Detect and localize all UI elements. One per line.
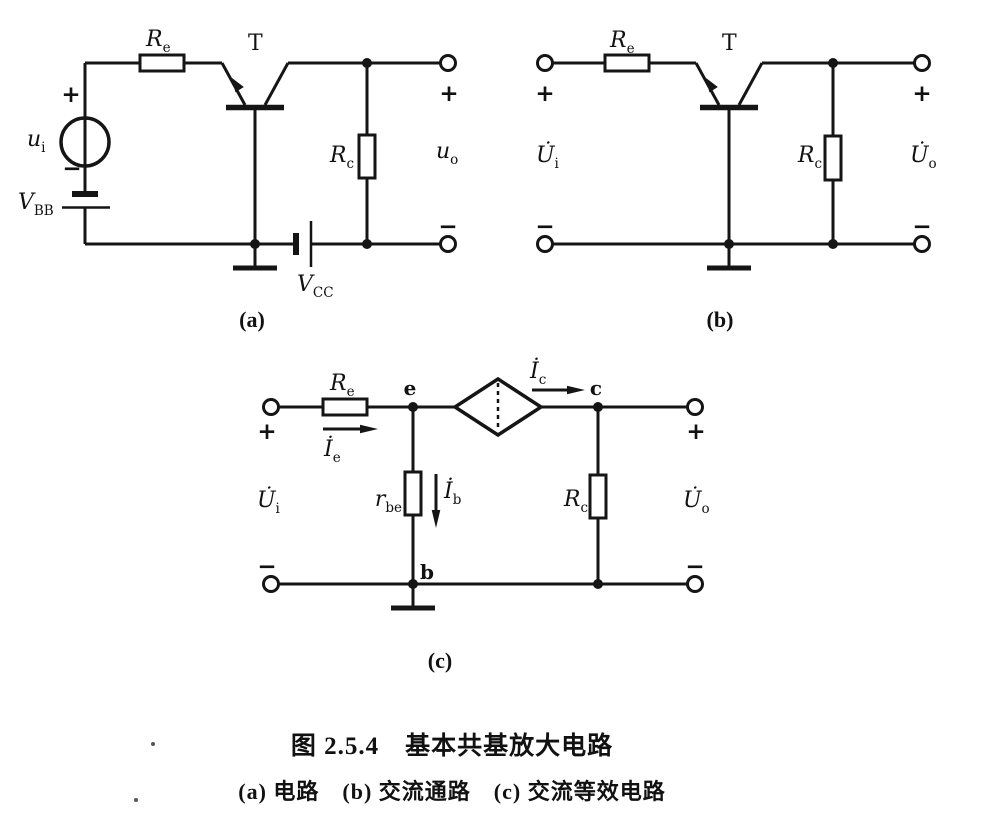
label-Vcc: VCC <box>297 272 334 301</box>
resistor-Re <box>321 397 369 417</box>
output-plus-sign: + <box>439 81 458 107</box>
caption-subtitle: (a) 电路 (b) 交流通路 (c) 交流等效电路 <box>238 779 666 804</box>
input-plus-sign: + <box>535 81 554 107</box>
resistor-Re <box>138 53 186 73</box>
ac-source-icon <box>59 116 111 168</box>
ground-icon <box>391 584 435 611</box>
label-transistor: T <box>248 31 263 56</box>
source-minus-sign: − <box>62 156 81 182</box>
resistor-Rc <box>588 473 608 520</box>
terminal-output-positive <box>913 54 931 72</box>
current-arrow-Ib <box>431 474 441 528</box>
controlled-current-source-icon <box>451 376 545 438</box>
collector-lead <box>263 62 290 106</box>
emitter-arrow-icon <box>706 78 718 93</box>
terminal-output-negative <box>686 575 704 593</box>
label-node-c: c <box>590 376 602 400</box>
collector-lead <box>737 62 764 106</box>
label-Re: Re <box>609 28 635 57</box>
label-Rc: Rc <box>563 487 588 516</box>
figure-caption: 图 2.5.4 基本共基放大电路 (a) 电路 (b) 交流通路 (c) 交流等… <box>0 726 904 806</box>
label-Ui: U̇i <box>536 142 560 172</box>
terminal-input-positive <box>536 54 554 72</box>
label-Ui: U̇i <box>257 487 281 517</box>
terminal-output-positive <box>439 54 457 72</box>
terminal-output-positive <box>686 398 704 416</box>
battery-Vcc-icon <box>293 221 313 267</box>
output-minus-sign: − <box>912 214 931 240</box>
label-Vbb: VBB <box>18 190 54 219</box>
label-node-e: e <box>404 376 417 400</box>
arrow-head-icon <box>567 385 585 395</box>
transistor-icon <box>220 62 290 244</box>
label-Re: Re <box>329 371 355 400</box>
arrow-head-icon <box>360 424 378 434</box>
stray-mark <box>134 798 138 802</box>
terminal-output-negative <box>913 235 931 253</box>
label-rbe: rbe <box>375 487 402 516</box>
resistor-Re <box>603 53 651 73</box>
subfigure-tag-b: (b) <box>707 307 734 332</box>
label-Rc: Rc <box>329 143 354 172</box>
subfigure-tag-a: (a) <box>239 307 265 332</box>
emitter-arrow-icon <box>232 78 244 93</box>
ground-icon <box>233 244 277 271</box>
current-arrow-Ie <box>323 424 378 434</box>
node-dot <box>593 579 603 589</box>
input-plus-sign: + <box>257 419 276 445</box>
input-minus-sign: − <box>535 214 554 240</box>
label-Ie: İe <box>323 435 341 466</box>
label-Rc: Rc <box>797 143 822 172</box>
output-minus-sign: − <box>438 214 457 240</box>
ground-icon <box>707 244 751 271</box>
output-plus-sign: + <box>686 419 705 445</box>
circuit-b-diagram: Re T + − U̇i Rc U̇o + − (b) <box>535 28 937 332</box>
label-Re: Re <box>145 27 171 56</box>
circuit-c-diagram: Re e c b İe İc İb rbe Rc U̇i U̇o + − … <box>257 357 710 673</box>
label-Ic: İc <box>529 357 546 388</box>
label-transistor: T <box>722 31 737 56</box>
terminal-input-negative <box>536 235 554 253</box>
resistor-rbe <box>403 470 423 517</box>
output-plus-sign: + <box>912 81 931 107</box>
transistor-icon <box>694 62 764 244</box>
label-ui: ui <box>27 127 46 156</box>
battery-Vbb-icon <box>62 191 110 209</box>
label-Ib: İb <box>443 477 461 508</box>
resistor-Rc <box>823 134 843 182</box>
arrow-head-icon <box>431 510 441 528</box>
current-arrow-Ic <box>532 385 585 395</box>
input-minus-sign: − <box>257 554 276 580</box>
terminal-input-negative <box>262 575 280 593</box>
label-Uo: U̇o <box>910 142 937 172</box>
label-node-b: b <box>420 560 434 584</box>
subfigure-tag-c: (c) <box>428 648 452 673</box>
stray-mark <box>151 742 155 746</box>
label-uo: uo <box>436 139 458 168</box>
terminal-input-positive <box>262 398 280 416</box>
output-minus-sign: − <box>685 554 704 580</box>
circuit-a-diagram: Re T + ui − VBB VCC Rc uo + − (a) <box>18 27 459 332</box>
label-Uo: U̇o <box>683 487 710 517</box>
terminal-output-negative <box>439 235 457 253</box>
source-plus-sign: + <box>61 82 80 108</box>
resistor-Rc <box>357 133 377 180</box>
caption-title: 图 2.5.4 基本共基放大电路 <box>290 733 614 760</box>
